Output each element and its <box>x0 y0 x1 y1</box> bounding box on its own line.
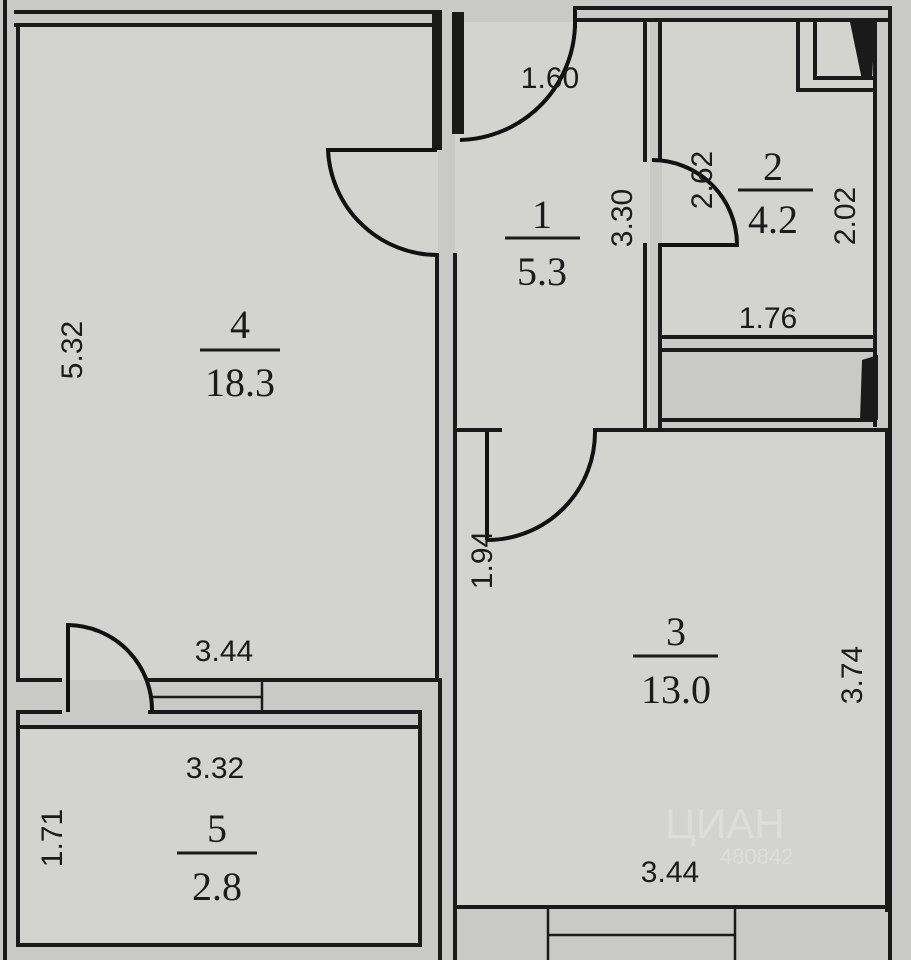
room-2-label: 2 4.2 <box>738 144 813 242</box>
bedroom-floor <box>457 432 887 907</box>
dim-bedroom-width: 3.44 <box>641 856 699 889</box>
dim-living-width: 3.44 <box>195 635 253 668</box>
room-3-number: 3 <box>666 609 686 654</box>
room-4-number: 4 <box>230 302 250 347</box>
dim-bedroom-height: 3.74 <box>836 646 869 704</box>
dimensions: 1.60 3.30 2.62 2.02 1.76 5.32 3.44 1.94 … <box>36 62 869 889</box>
dim-balcony-height: 1.71 <box>36 809 69 867</box>
bathroom-floor <box>662 22 874 337</box>
watermark-brand: ЦИАН <box>665 800 785 847</box>
room-5-number: 5 <box>207 806 227 851</box>
dim-living-height: 5.32 <box>56 321 89 379</box>
room-2-area: 4.2 <box>748 197 798 242</box>
dim-bath-right: 2.02 <box>829 187 862 245</box>
dim-bath-left: 2.62 <box>686 151 719 209</box>
doors <box>66 10 740 713</box>
room-4-label: 4 18.3 <box>200 302 280 405</box>
living-room-floor <box>20 25 438 680</box>
dim-hall-height: 3.30 <box>606 189 639 247</box>
room-5-label: 5 2.8 <box>177 806 257 909</box>
room-3-label: 3 13.0 <box>633 609 718 712</box>
dim-hall-door: 1.60 <box>521 62 579 95</box>
room-5-area: 2.8 <box>192 864 242 909</box>
room-4-area: 18.3 <box>205 360 275 405</box>
room-1-label: 1 5.3 <box>505 192 580 294</box>
room-3-area: 13.0 <box>641 667 711 712</box>
watermark-id: 480842 <box>720 844 793 869</box>
balcony-floor <box>20 727 420 942</box>
dim-bedroom-door-side: 1.94 <box>466 531 499 589</box>
room-2-number: 2 <box>763 144 783 189</box>
walls <box>3 0 892 960</box>
dim-bath-width: 1.76 <box>739 302 797 335</box>
room-1-area: 5.3 <box>517 249 567 294</box>
room-1-number: 1 <box>532 192 552 237</box>
watermark: ЦИАН 480842 <box>665 800 793 869</box>
dim-balcony-width: 3.32 <box>186 752 244 785</box>
